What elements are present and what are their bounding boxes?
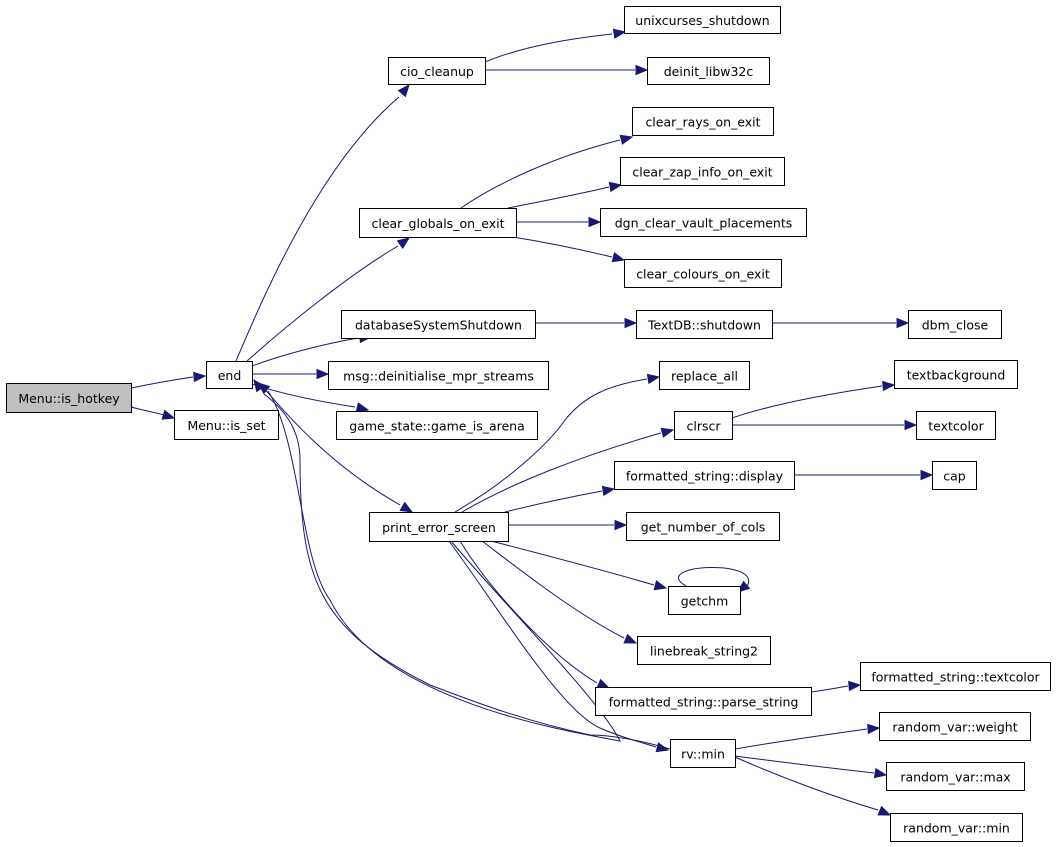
node-label: unixcurses_shutdown — [635, 13, 769, 28]
node-label: formatted_string::display — [626, 469, 784, 484]
edge-end-to-cio_cleanup — [235, 83, 410, 362]
node-clear-colours-on-exit[interactable]: clear_colours_on_exit — [624, 259, 782, 288]
edge-end-to-clear_globals_on_exit — [246, 237, 411, 362]
node-rv-max[interactable]: random_var::max — [886, 762, 1025, 791]
node-rv-weight[interactable]: random_var::weight — [879, 712, 1031, 741]
node-label: Menu::is_hotkey — [18, 391, 120, 406]
edge-end-to-deinit_mpr — [252, 368, 330, 380]
node-game-is-arena[interactable]: game_state::game_is_arena — [336, 411, 538, 440]
node-dgn-clear-vault-placements[interactable]: dgn_clear_vault_placements — [600, 208, 807, 237]
node-unixcurses-shutdown[interactable]: unixcurses_shutdown — [624, 6, 781, 34]
node-label: linebreak_string2 — [650, 644, 758, 659]
node-is-set[interactable]: Menu::is_set — [174, 410, 279, 440]
edge-textdb_shutdown-to-dbm_close — [772, 317, 910, 329]
node-databaseSystemShutdown[interactable]: databaseSystemShutdown — [341, 310, 536, 339]
edge-clear_globals_on_exit-to-clear_rays_on_exit — [460, 134, 634, 209]
node-label: get_number_of_cols — [641, 520, 766, 535]
node-cap[interactable]: cap — [932, 461, 977, 490]
edges-layer — [130, 28, 934, 816]
node-deinit-mpr[interactable]: msg::deinitialise_mpr_streams — [328, 361, 549, 390]
node-dbm-close[interactable]: dbm_close — [908, 310, 1002, 339]
edge-print_error_screen-to-replace_all — [454, 373, 661, 513]
edge-databaseSystemShutdown-to-textdb_shutdown — [535, 317, 638, 329]
node-label: formatted_string::textcolor — [871, 670, 1040, 685]
edge-print_error_screen-to-fs_parse_string — [459, 540, 611, 689]
edge-end-to-print_error_screen — [261, 385, 414, 513]
edge-rv_min-to-end — [253, 378, 671, 750]
node-label: dbm_close — [922, 318, 989, 333]
edge-is_hotkey-to-end — [130, 371, 207, 389]
node-label: TextDB::shutdown — [647, 318, 761, 333]
node-textcolor[interactable]: textcolor — [916, 411, 996, 440]
node-clear-zap-info-on-exit[interactable]: clear_zap_info_on_exit — [620, 157, 785, 186]
edge-fs_parse_string-to-fs_textcolor — [810, 680, 862, 693]
node-rv-min[interactable]: rv::min — [670, 739, 736, 768]
node-label: databaseSystemShutdown — [355, 318, 522, 333]
node-label: rv::min — [681, 747, 725, 762]
node-is-hotkey[interactable]: Menu::is_hotkey — [6, 383, 132, 413]
edge-fs_display-to-cap — [794, 469, 934, 481]
node-end[interactable]: end — [206, 361, 253, 389]
node-label: random_var::max — [900, 770, 1010, 785]
node-label: deinit_libw32c — [664, 64, 754, 79]
edge-print_error_screen-to-clrscr — [461, 427, 675, 513]
node-getchm[interactable]: getchm — [668, 586, 741, 615]
node-label: cio_cleanup — [400, 64, 474, 79]
edge-clear_globals_on_exit-to-clear_zap_info_on_exit — [507, 181, 623, 209]
edge-print_error_screen-to-linebreak_string2 — [481, 540, 638, 644]
node-label: getchm — [681, 594, 729, 609]
node-clear-globals-on-exit[interactable]: clear_globals_on_exit — [359, 208, 517, 238]
node-label: clrscr — [686, 419, 721, 434]
node-rv-min2[interactable]: random_var::min — [890, 813, 1023, 842]
node-label: cap — [943, 469, 966, 484]
edge-rv_min-to-rv_min2 — [734, 756, 892, 816]
node-fs-display[interactable]: formatted_string::display — [614, 461, 795, 490]
edge-clear_globals_on_exit-to-clear_colours_on_exit — [512, 236, 626, 263]
node-cio-cleanup[interactable]: cio_cleanup — [388, 57, 486, 85]
node-label: game_state::game_is_arena — [349, 419, 525, 434]
node-label: random_var::weight — [892, 720, 1017, 735]
node-label: textcolor — [928, 419, 984, 434]
node-fs-textcolor[interactable]: formatted_string::textcolor — [860, 662, 1051, 691]
edge-clrscr-to-textbackground — [731, 380, 896, 419]
edge-cio_cleanup-to-deinit_libw32c — [485, 64, 649, 76]
node-fs-parse-string[interactable]: formatted_string::parse_string — [595, 687, 812, 716]
node-textdb-shutdown[interactable]: TextDB::shutdown — [636, 310, 773, 339]
node-linebreak-string2[interactable]: linebreak_string2 — [637, 636, 771, 665]
node-label: textbackground — [907, 368, 1006, 383]
edge-print_error_screen-to-get_number_of_cols — [508, 519, 628, 531]
node-replace-all[interactable]: replace_all — [659, 361, 750, 390]
node-get-number-of-cols[interactable]: get_number_of_cols — [626, 512, 780, 541]
edge-clear_globals_on_exit-to-dgn_clear_vault_placements — [516, 216, 602, 228]
node-textbackground[interactable]: textbackground — [894, 360, 1018, 389]
node-label: clear_rays_on_exit — [645, 115, 760, 130]
node-label: clear_globals_on_exit — [371, 216, 504, 231]
edge-print_error_screen-to-getchm — [490, 540, 668, 591]
node-print-error-screen[interactable]: print_error_screen — [369, 512, 509, 542]
node-label: replace_all — [671, 369, 738, 384]
node-label: msg::deinitialise_mpr_streams — [343, 369, 534, 384]
node-label: print_error_screen — [382, 520, 496, 535]
edge-rv_min-to-rv_weight — [734, 723, 881, 750]
node-deinit-libw32c[interactable]: deinit_libw32c — [647, 57, 770, 85]
node-label: Menu::is_set — [187, 418, 265, 433]
node-clear-rays-on-exit[interactable]: clear_rays_on_exit — [632, 107, 774, 136]
edge-rv_min-to-rv_max — [734, 755, 888, 779]
edge-cio_cleanup-to-unixcurses_shutdown — [484, 28, 627, 63]
edge-clrscr-to-textcolor — [732, 419, 918, 431]
node-label: random_var::min — [903, 821, 1010, 836]
node-clrscr[interactable]: clrscr — [674, 411, 733, 440]
node-label: clear_zap_info_on_exit — [632, 165, 772, 180]
node-label: clear_colours_on_exit — [636, 267, 770, 282]
node-label: formatted_string::parse_string — [609, 695, 799, 710]
edge-print_error_screen-to-fs_display — [504, 485, 616, 513]
node-label: dgn_clear_vault_placements — [615, 216, 793, 231]
edge-is_hotkey-to-is_set — [130, 406, 176, 420]
node-label: end — [218, 368, 242, 383]
